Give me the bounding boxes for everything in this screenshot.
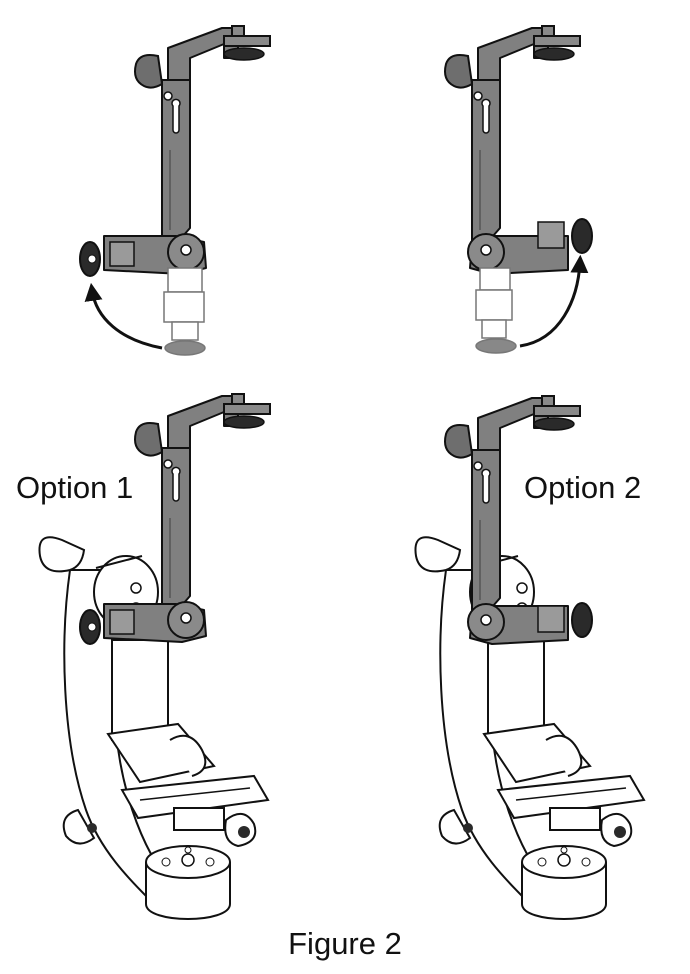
bottom-left-bracket [79, 393, 271, 645]
figure-caption: Figure 2 [288, 926, 402, 961]
option-1-label: Option 1 [16, 470, 134, 505]
bottom-right-gimbal-diagram [414, 536, 646, 920]
top-right-bracket-diagram [444, 25, 593, 354]
bottom-left-gimbal-diagram [38, 536, 270, 920]
option-2-label: Option 2 [524, 470, 642, 505]
top-left-bracket-diagram [79, 25, 271, 356]
bottom-right-bracket [444, 395, 593, 645]
